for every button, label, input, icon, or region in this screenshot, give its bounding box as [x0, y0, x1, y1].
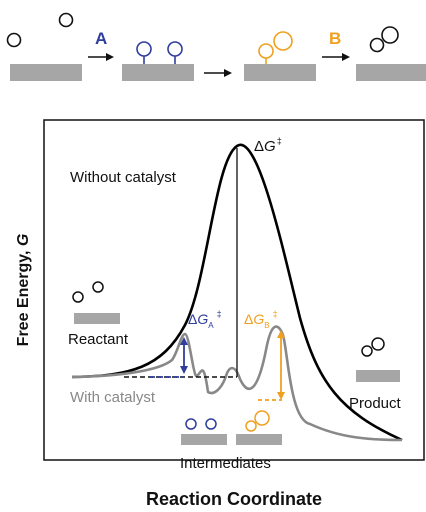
step-b-label: B [329, 29, 341, 48]
y-axis-label: Free Energy, G [15, 234, 32, 347]
uncatalyzed-barrier-label: ΔG‡ [254, 136, 282, 155]
reactant-molecule-1 [6, 32, 22, 48]
intermediate-surface-icon-1 [181, 434, 227, 445]
reactant-icon-molecule-2 [92, 281, 104, 293]
barrier-a-label: ΔGA‡ [188, 309, 222, 330]
barrier-b-label: ΔGB‡ [244, 309, 278, 330]
reactant-label: Reactant [68, 331, 129, 348]
intermediates-label: Intermediates [180, 455, 271, 472]
intermediate-icon-product-atom-1 [245, 420, 257, 432]
product-surface-icon [356, 370, 400, 382]
product-icon-atom-2 [371, 337, 385, 351]
uncatalyzed-label: Without catalyst [70, 169, 177, 186]
catalyst-surface-2 [122, 64, 194, 81]
catalyzed-label: With catalyst [70, 389, 156, 406]
reactant-surface-icon [74, 313, 120, 324]
reactant-icon-molecule-1 [72, 291, 84, 303]
plot-frame [43, 119, 425, 461]
intermediate-icon-molecule-1 [185, 418, 197, 430]
product-label: Product [349, 395, 402, 412]
x-axis-label: Reaction Coordinate [146, 489, 322, 509]
step-a-label: A [95, 29, 107, 48]
catalyst-surface-4 [356, 64, 426, 81]
bound-product-atom-1 [258, 43, 274, 59]
intermediate-surface-icon-2 [236, 434, 282, 445]
reaction-scheme: A B [6, 12, 426, 81]
intermediate-icon-product-atom-2 [254, 410, 270, 426]
catalyst-surface-1 [10, 64, 82, 81]
bound-product-atom-2 [273, 31, 293, 51]
catalyst-surface-3 [244, 64, 316, 81]
adsorbed-molecule-2 [167, 41, 183, 57]
uncatalyzed-curve [71, 143, 403, 442]
adsorbed-molecule-1 [136, 41, 152, 57]
product-molecule-atom-2 [381, 26, 399, 44]
energy-plot: Without catalyst With catalyst ΔG‡ ΔGA‡ … [43, 119, 425, 472]
catalyzed-curve [71, 325, 403, 442]
intermediate-icon-molecule-2 [205, 418, 217, 430]
product-molecule-atom-1 [369, 37, 385, 53]
product-icon-atom-1 [361, 345, 373, 357]
reactant-molecule-2 [58, 12, 74, 28]
